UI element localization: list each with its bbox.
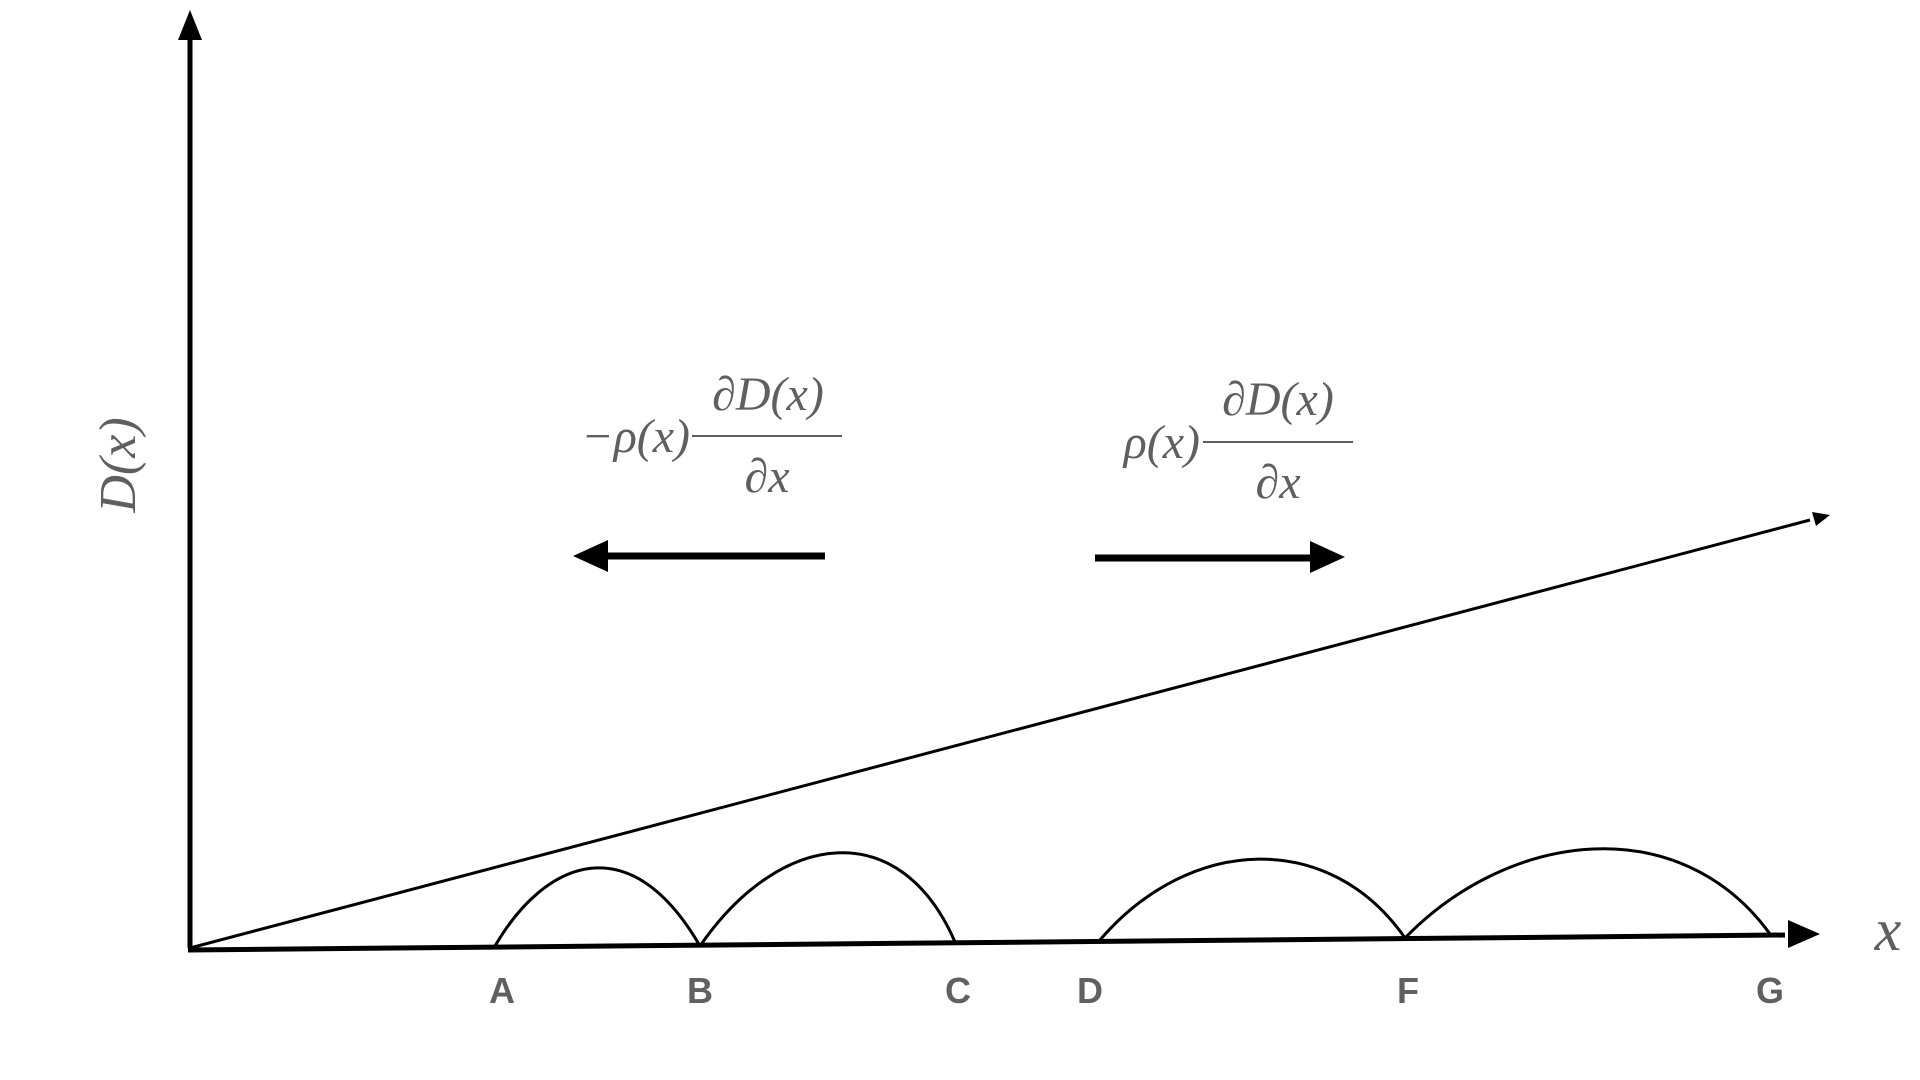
hop-arc-a-b — [493, 866, 702, 947]
d-of-x-line — [189, 518, 1811, 950]
point-label-a: A — [489, 970, 515, 1011]
hop-arc-f-g — [1403, 847, 1772, 940]
flux-left-arrowhead — [573, 540, 608, 572]
x-axis-label: x — [1874, 897, 1902, 963]
point-label-f: F — [1397, 970, 1419, 1011]
hop-arc-d-f — [1098, 857, 1407, 941]
flux-right-denominator: ∂x — [1255, 456, 1300, 509]
x-axis — [187, 932, 1786, 953]
flux-right-numerator: ∂D(x) — [1222, 373, 1334, 426]
y-axis-arrowhead — [178, 10, 202, 40]
d-of-x-line-arrowhead — [1812, 512, 1830, 526]
point-label-g: G — [1756, 970, 1784, 1011]
hop-arc-b-c — [698, 851, 957, 947]
flux-left-denominator: ∂x — [744, 450, 789, 503]
point-label-b: B — [687, 970, 713, 1011]
flux-left-numerator: ∂D(x) — [712, 368, 824, 421]
y-axis-label: D(x) — [90, 417, 147, 513]
flux-right-arrowhead — [1310, 541, 1345, 573]
flux-right-expression: ρ(x) ∂D(x) ∂x — [1122, 373, 1353, 509]
x-axis-arrowhead — [1788, 920, 1820, 948]
point-label-c: C — [945, 970, 971, 1011]
flux-right-prefix: ρ(x) — [1122, 416, 1200, 469]
flux-left-prefix: −ρ(x) — [581, 410, 690, 463]
point-label-d: D — [1077, 970, 1103, 1011]
flux-left-expression: −ρ(x) ∂D(x) ∂x — [581, 368, 842, 503]
